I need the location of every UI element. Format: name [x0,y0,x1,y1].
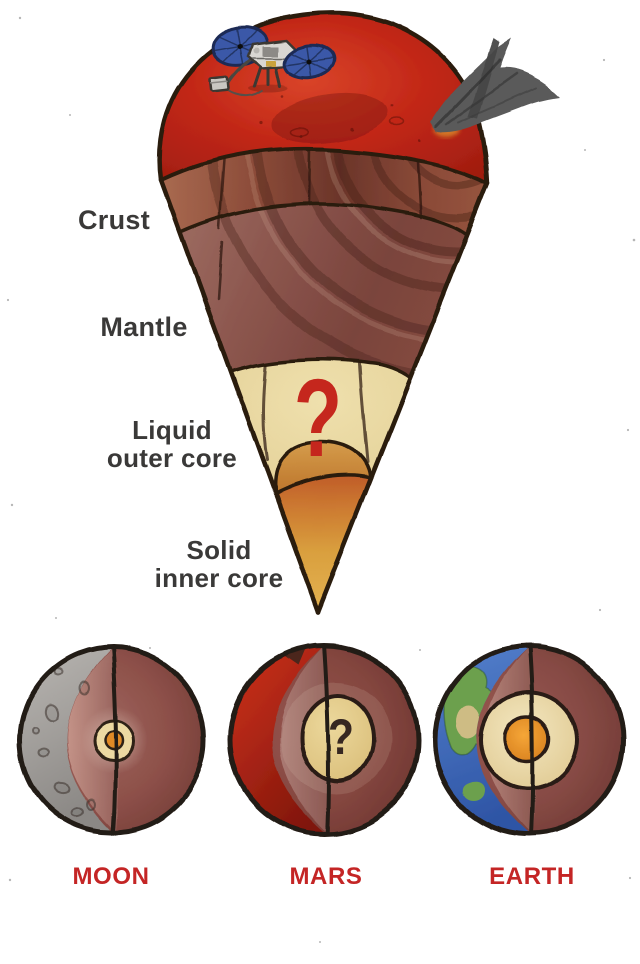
earth-cutaway-illustration [432,643,626,837]
label-earth: EARTH [489,863,575,890]
label-solid-inner-core-line1: Solid [186,535,252,565]
label-solid-inner-core-line2: inner core [154,563,284,593]
label-mars: MARS [289,863,363,890]
segment-divider-lines [216,148,423,464]
label-liquid-outer-core-line1: Liquid [132,415,212,445]
seismometer-icon [209,75,231,93]
wedge-outlines [157,11,491,615]
solid-inner-core-dome [274,441,371,494]
meteor-impact-plume-icon [430,38,560,136]
label-crust: Crust [77,205,151,235]
crust-layer [161,148,488,235]
label-liquid-outer-core: Liquid outer core [107,416,237,472]
moon-craters [32,668,97,818]
label-mantle: Mantle [100,312,188,342]
wedge-tip [275,475,371,612]
label-liquid-outer-core-line2: outer core [106,443,238,473]
mars-cutaway-illustration [227,643,421,837]
moon-cutaway-illustration [17,645,207,835]
mars-unknown-core [300,693,376,783]
paper-speckles [6,16,636,943]
label-solid-inner-core: Solid inner core [155,536,284,592]
mars-core-question-mark: ? [328,709,354,765]
unknown-core-question-mark: ? [293,357,343,480]
mars-wedge-illustration [157,11,560,615]
label-moon: MOON [72,863,150,890]
insight-lander-icon [209,25,336,97]
